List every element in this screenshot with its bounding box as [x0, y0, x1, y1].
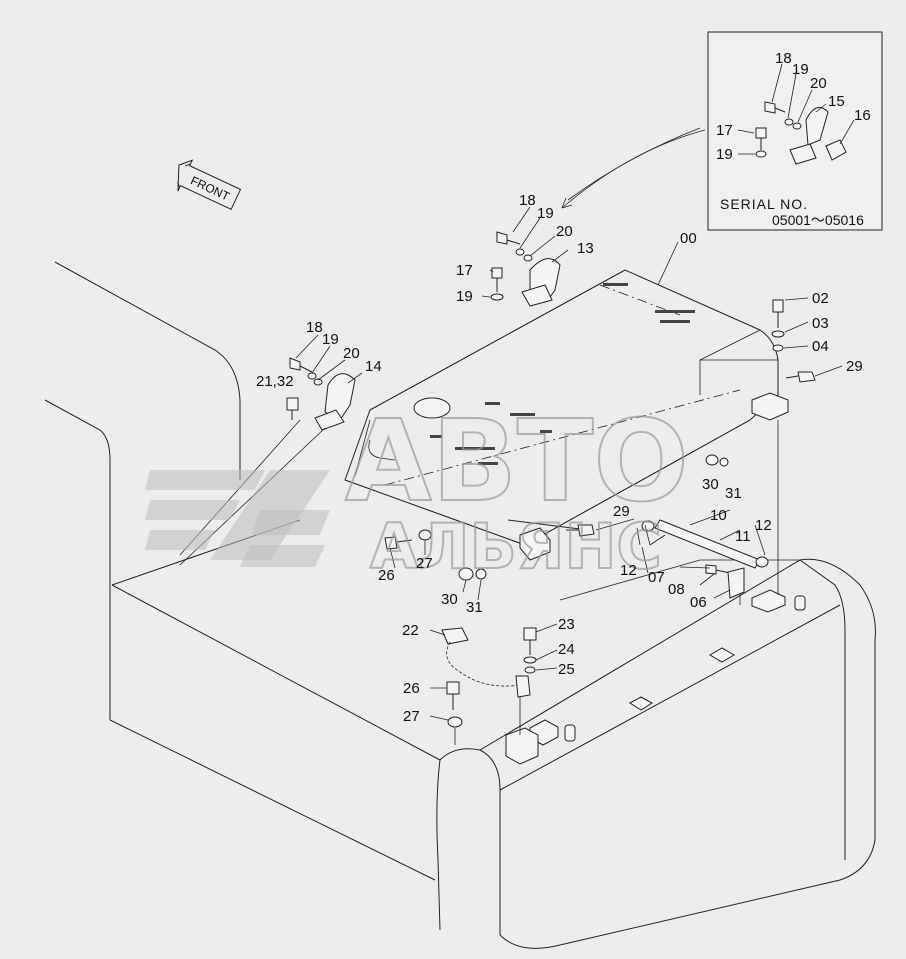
callout-19-top: 19: [537, 205, 554, 222]
callout-30-lower: 30: [441, 591, 458, 608]
callout-11: 11: [735, 528, 751, 545]
inset-callout-16: 16: [854, 107, 871, 124]
inset-callout-19b: 19: [716, 146, 733, 163]
callout-26-upper: 26: [378, 567, 395, 584]
watermark: АВТО АЛЬЯНС: [145, 396, 690, 584]
callout-21-32: 21,32: [256, 373, 294, 390]
inset-pointer: [561, 129, 706, 209]
inset-callout-19: 19: [792, 61, 809, 78]
callout-12-left: 12: [620, 562, 637, 579]
callout-23: 23: [558, 616, 575, 633]
callout-27-lower: 27: [403, 708, 420, 725]
machine-body: [44, 261, 876, 949]
callout-13: 13: [577, 240, 594, 257]
callout-03: 03: [812, 315, 829, 332]
callout-24: 24: [558, 641, 575, 658]
callout-17-top: 17: [456, 262, 473, 279]
inset-callout-20: 20: [810, 75, 827, 92]
callout-18-top: 18: [519, 192, 536, 209]
cover-assembly: [344, 269, 789, 561]
hardware: [286, 231, 816, 728]
watermark-logo: [145, 470, 330, 567]
watermark-line1: АВТО: [345, 397, 689, 527]
callout-20-top: 20: [556, 223, 573, 240]
front-arrow: FRONT: [177, 159, 242, 211]
callout-26-lower: 26: [403, 680, 420, 697]
inset-callout-17: 17: [716, 122, 733, 139]
vent-dots: [430, 283, 695, 465]
serial-range: 05001～05016: [772, 212, 864, 228]
callout-29-upper: 29: [846, 358, 863, 375]
callout-06: 06: [690, 594, 707, 611]
serial-inset: 18 19 20 15 17 19 16 SERIAL NO. 05001～05…: [707, 31, 883, 231]
callout-08: 08: [668, 581, 685, 598]
callout-25: 25: [558, 661, 575, 678]
callout-10: 10: [710, 507, 727, 524]
callout-29-lower: 29: [613, 503, 630, 520]
callout-14: 14: [365, 358, 382, 375]
callout-07: 07: [648, 569, 665, 586]
callout-04: 04: [812, 338, 829, 355]
callout-20-left: 20: [343, 345, 360, 362]
inset-callout-15: 15: [828, 93, 845, 110]
callout-18-left: 18: [306, 319, 323, 336]
callout-19-top-b: 19: [456, 288, 473, 305]
callout-30-upper: 30: [702, 476, 719, 493]
callout-31-upper: 31: [725, 485, 742, 502]
callout-00: 00: [680, 230, 697, 247]
callout-31-lower: 31: [466, 599, 483, 616]
callout-02: 02: [812, 290, 829, 307]
watermark-line2: АЛЬЯНС: [370, 510, 662, 583]
callout-27-upper: 27: [416, 555, 433, 572]
inset-pointer-head: [561, 197, 573, 209]
callout-22: 22: [402, 622, 419, 639]
serial-label: SERIAL NO.: [720, 196, 808, 212]
inset-callout-18: 18: [775, 50, 792, 67]
callout-19-left: 19: [322, 331, 339, 348]
callouts: 00 02 03 04 29 18 19 20 13 17 19 18 19 2…: [256, 192, 863, 725]
callout-12-right: 12: [755, 517, 772, 534]
